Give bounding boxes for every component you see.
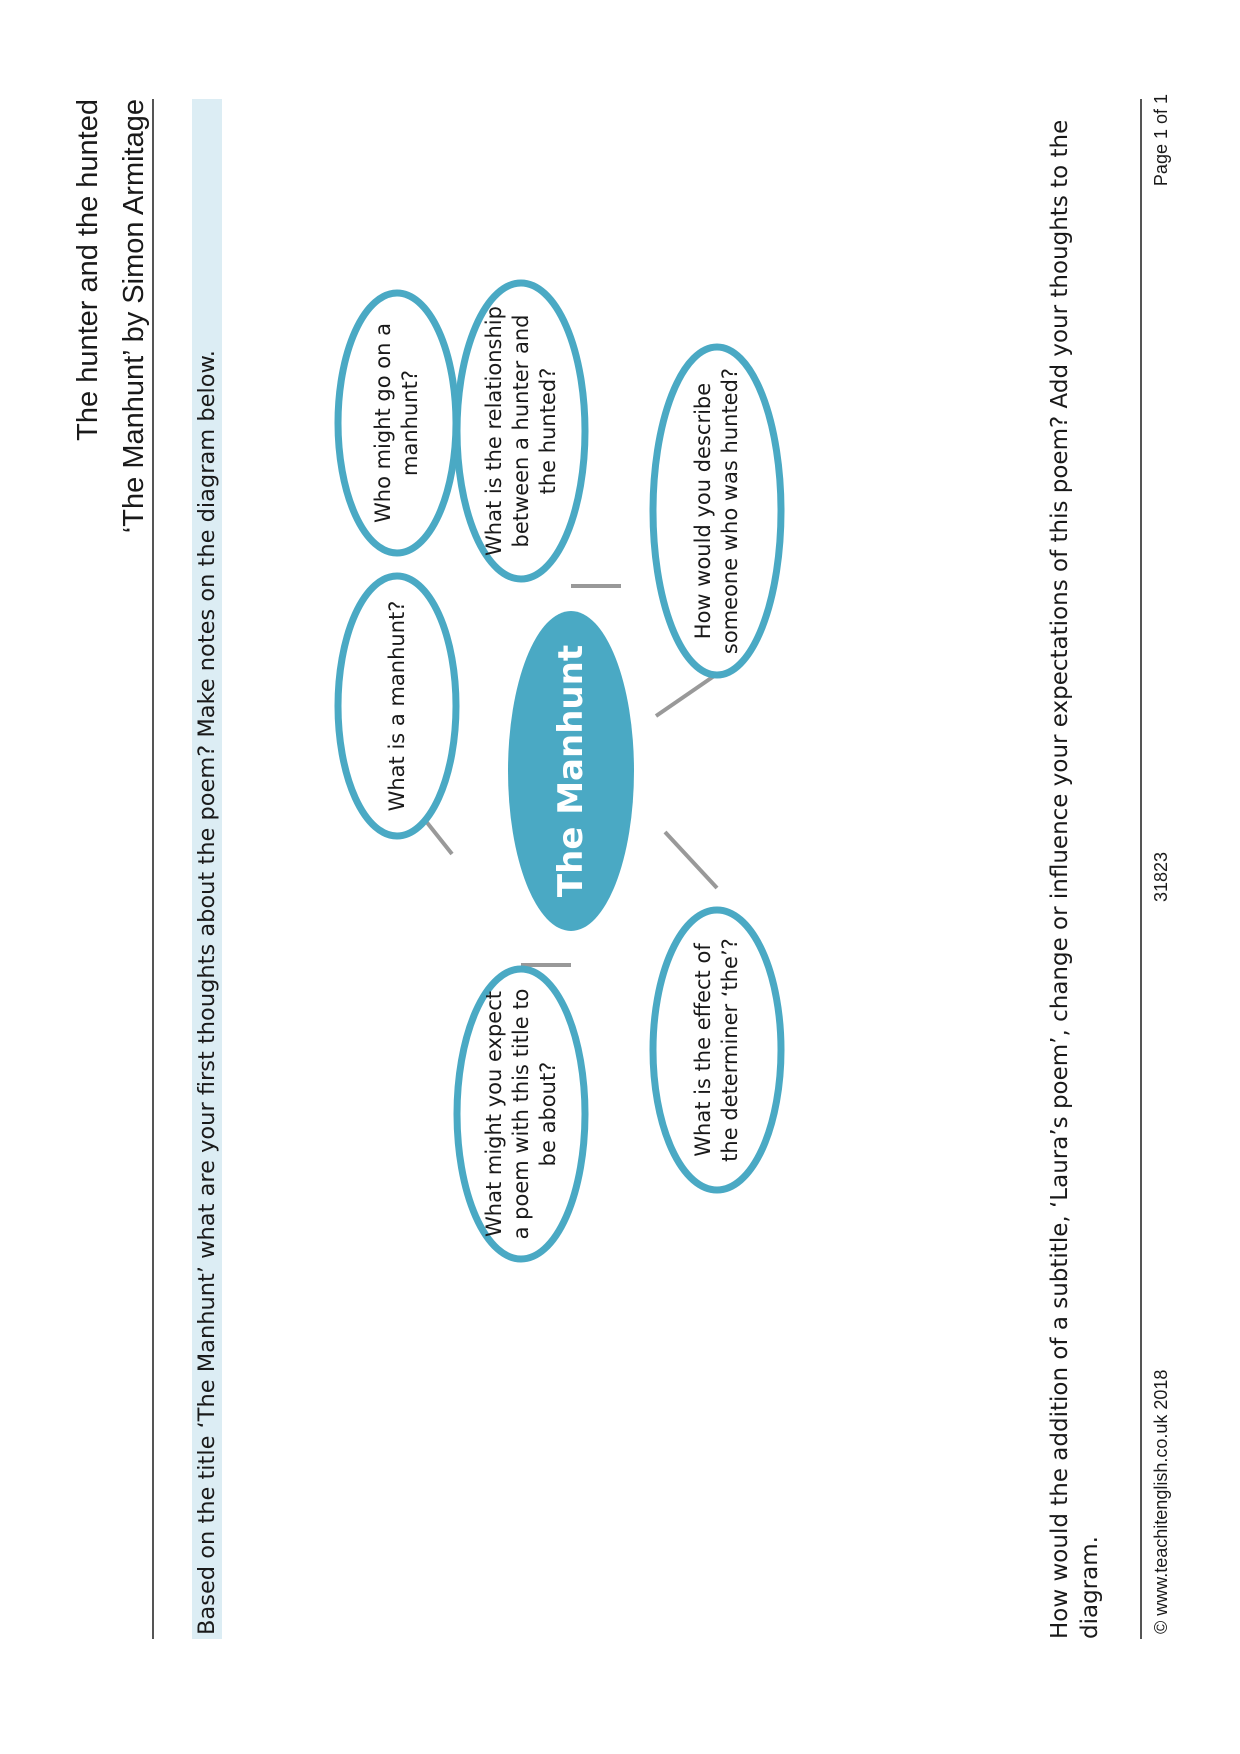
- bubble-determiner-label: What is the effect of the determiner ‘th…: [691, 938, 742, 1162]
- bubble-ellipse: [453, 965, 589, 1263]
- bubble-what-is-manhunt: What is a manhunt?: [352, 586, 442, 826]
- bubble-who-might-go: Who might go on a manhunt?: [352, 313, 442, 533]
- footer-page-number: Page 1 of 1: [1151, 94, 1171, 187]
- bubble-describe-hunted-label: How would you describe someone who was h…: [691, 367, 742, 655]
- bubble-who-might-go-label: Who might go on a manhunt?: [371, 323, 422, 523]
- connector-line: [663, 830, 719, 890]
- follow-up-question: How would the addition of a subtitle, ‘L…: [1047, 119, 1103, 1639]
- connector-line: [654, 672, 719, 718]
- bubble-ellipse: [334, 572, 460, 840]
- bubble-relationship: What is the relationship between a hunte…: [466, 296, 576, 566]
- center-topic: The Manhunt: [521, 621, 621, 921]
- bubble-relationship-label: What is the relationship between a hunte…: [481, 306, 560, 556]
- bubble-what-is-manhunt-label: What is a manhunt?: [384, 600, 409, 812]
- bubble-ellipse: [649, 906, 785, 1194]
- bubble-expectations-label: What might you expect a poem with this t…: [481, 988, 560, 1240]
- bubble-determiner: What is the effect of the determiner ‘th…: [672, 925, 762, 1175]
- bubble-ellipse: [453, 279, 589, 583]
- footer-divider: [1140, 99, 1142, 1639]
- bubble-describe-hunted: How would you describe someone who was h…: [672, 358, 762, 664]
- center-ellipse: [508, 611, 634, 931]
- center-topic-label: The Manhunt: [550, 644, 591, 898]
- bubble-expectations: What might you expect a poem with this t…: [466, 979, 576, 1249]
- bubble-ellipse: [649, 343, 785, 679]
